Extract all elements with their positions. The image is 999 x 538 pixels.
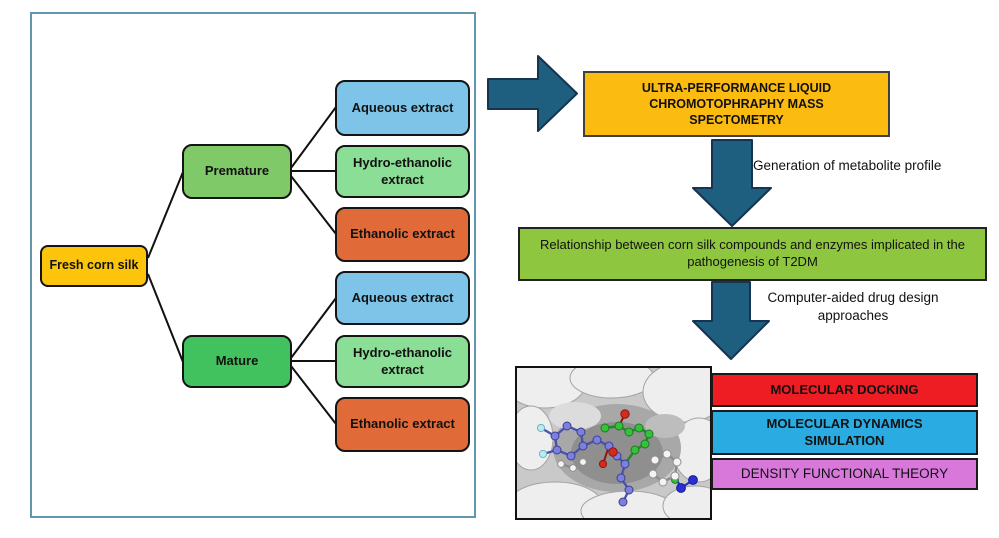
metabolite-profile-label: Generation of metabolite profile — [753, 158, 942, 173]
arrow-down-icon-1 — [692, 139, 772, 227]
mature-ethanolic-extract-box: Ethanolic extract — [335, 397, 470, 452]
extraction-panel-frame — [30, 12, 476, 518]
mature-hydro-ethanolic-extract-box: Hydro-ethanolic extract — [335, 335, 470, 388]
premature-hydro-ethanolic-extract-box: Hydro-ethanolic extract — [335, 145, 470, 198]
uplc-ms-box: ULTRA-PERFORMANCE LIQUID CHROMOTOPHRAPHY… — [583, 71, 890, 137]
fresh-corn-silk-box: Fresh corn silk — [40, 245, 148, 287]
mature-aqueous-extract-box: Aqueous extract — [335, 271, 470, 325]
density-functional-theory-box: DENSITY FUNCTIONAL THEORY — [711, 458, 978, 490]
premature-aqueous-extract-box: Aqueous extract — [335, 80, 470, 136]
molecular-docking-figure — [515, 366, 712, 520]
premature-ethanolic-extract-box: Ethanolic extract — [335, 207, 470, 262]
arrow-right-icon — [487, 55, 578, 132]
mature-box: Mature — [182, 335, 292, 388]
relationship-box: Relationship between corn silk compounds… — [518, 227, 987, 281]
molecular-dynamics-box: MOLECULAR DYNAMICS SIMULATION — [711, 410, 978, 455]
molecular-docking-box: MOLECULAR DOCKING — [711, 373, 978, 407]
premature-box: Premature — [182, 144, 292, 199]
cadd-approaches-label: Computer-aided drug design approaches — [767, 290, 939, 323]
